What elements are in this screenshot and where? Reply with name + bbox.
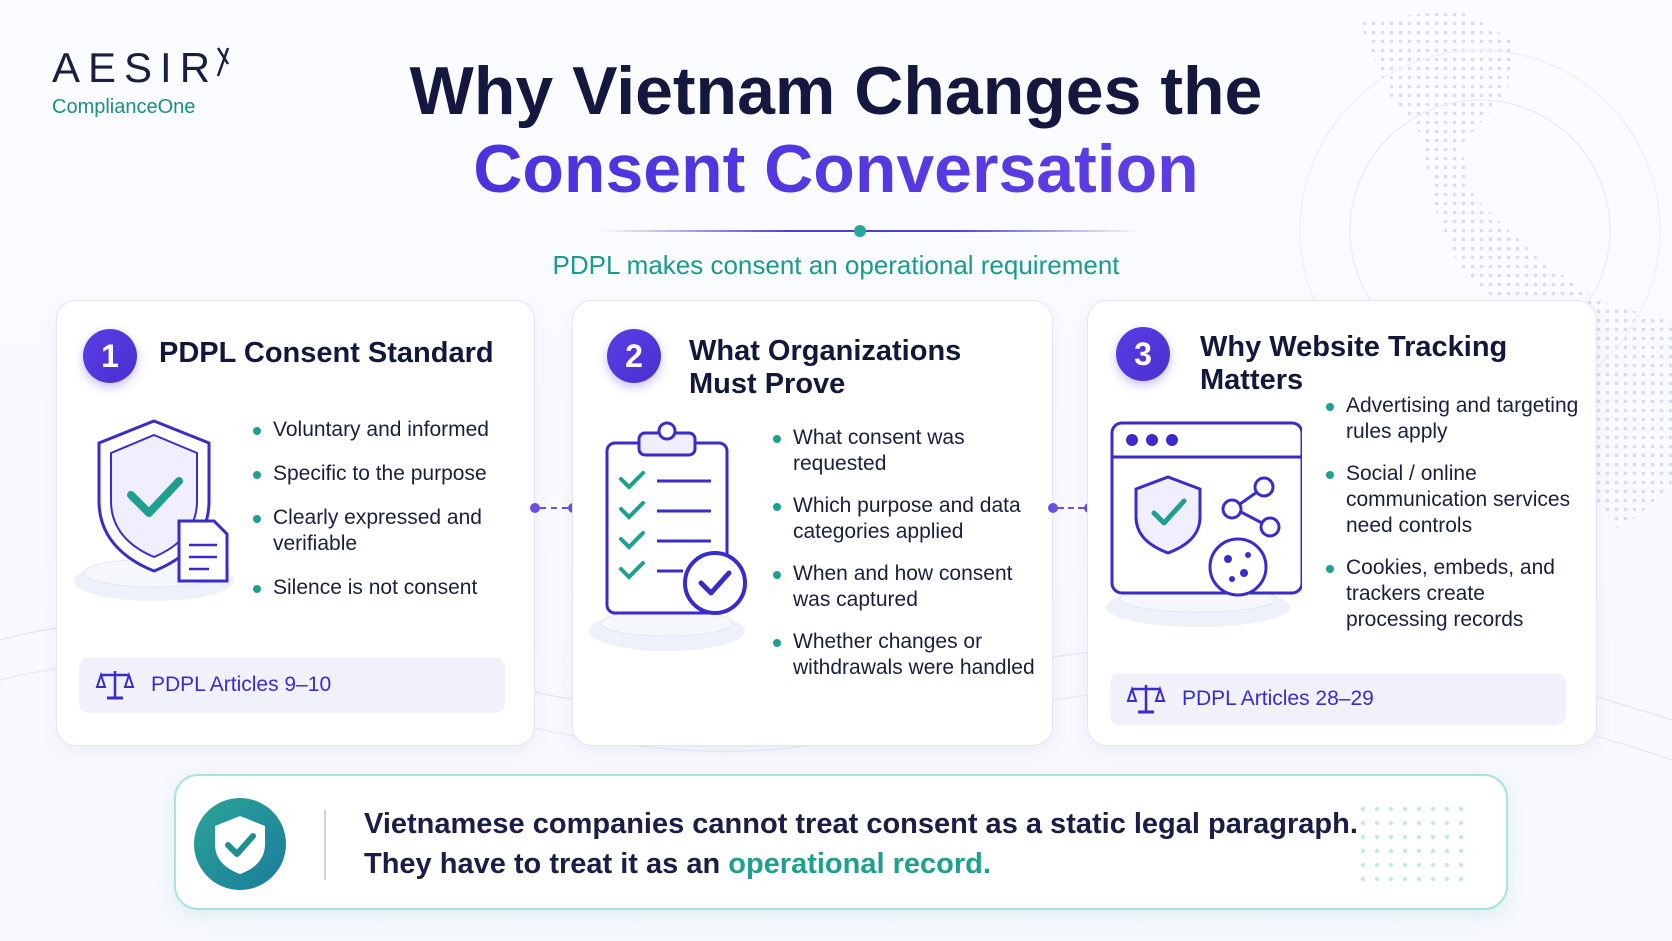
list-item: Cookies, embeds, and trackers create pro… <box>1322 555 1582 633</box>
banner-message: Vietnamese companies cannot treat consen… <box>364 804 1358 884</box>
shield-document-icon <box>74 419 234 601</box>
list-item: Voluntary and informed <box>249 417 519 443</box>
scale-icon <box>95 671 135 700</box>
logo-product: ComplianceOne <box>52 96 196 118</box>
logo-mark-icon <box>216 47 230 77</box>
banner-separator <box>324 810 326 880</box>
title-line-1: Why Vietnam Changes the <box>409 53 1263 129</box>
card-number: 3 <box>1116 327 1170 381</box>
card-website-tracking: 3 Why Website Tracking Matters Advertisi… <box>1087 300 1597 746</box>
banner-highlight: operational record. <box>728 848 991 880</box>
reference-text: PDPL Articles 28–29 <box>1182 687 1374 710</box>
card-title: Why Website Tracking Matters <box>1200 331 1508 396</box>
list-item: Advertising and targeting rules apply <box>1322 393 1582 445</box>
banner-line-1: Vietnamese companies cannot treat consen… <box>364 808 1358 840</box>
card-title: PDPL Consent Standard <box>159 337 494 369</box>
list-item: Social / online communication services n… <box>1322 461 1582 539</box>
list-item: When and how consent was captured <box>769 561 1039 613</box>
list-item: Which purpose and data categories applie… <box>769 493 1039 545</box>
card-bullets: Voluntary and informed Specific to the p… <box>249 417 519 601</box>
banner-line-2: They have to treat it as an operational … <box>364 844 1358 884</box>
card-title: What Organizations Must Prove <box>689 335 962 400</box>
shield-check-badge <box>194 798 286 890</box>
connector-line <box>1058 507 1084 509</box>
card-consent-standard: 1 PDPL Consent Standard Voluntary and in… <box>56 300 535 746</box>
title-divider-dot <box>854 225 866 237</box>
list-item: Clearly expressed and verifiable <box>249 505 519 557</box>
connector-line <box>540 507 568 509</box>
logo-brand: AESIR <box>52 44 219 91</box>
clipboard-checklist-icon <box>589 421 747 651</box>
reference-badge: PDPL Articles 9–10 <box>79 657 505 713</box>
title-line-2: Consent Conversation <box>0 130 1672 208</box>
browser-tracking-icon <box>1106 421 1302 627</box>
list-item: What consent was requested <box>769 425 1039 477</box>
page-subtitle: PDPL makes consent an operational requir… <box>552 250 1120 280</box>
page-title: Why Vietnam Changes the Consent Conversa… <box>0 52 1672 208</box>
list-item: Specific to the purpose <box>249 461 519 487</box>
reference-text: PDPL Articles 9–10 <box>151 673 332 696</box>
title-divider <box>600 230 1140 232</box>
connector-dot <box>1048 503 1058 513</box>
key-message-banner: Vietnamese companies cannot treat consen… <box>174 774 1508 910</box>
card-number: 1 <box>83 329 137 383</box>
card-bullets: What consent was requested Which purpose… <box>769 425 1039 681</box>
list-item: Silence is not consent <box>249 575 519 601</box>
connector-dot <box>530 503 540 513</box>
banner-line-2-prefix: They have to treat it as an <box>364 848 729 880</box>
scale-icon <box>1126 685 1166 714</box>
logo: AESIR ComplianceOne <box>52 44 232 119</box>
banner-dot-pattern <box>1356 802 1466 886</box>
shield-check-icon <box>215 816 265 874</box>
card-bullets: Advertising and targeting rules apply So… <box>1322 393 1582 633</box>
list-item: Whether changes or withdrawals were hand… <box>769 629 1039 681</box>
card-must-prove: 2 What Organizations Must Prove What con… <box>572 300 1053 746</box>
reference-badge: PDPL Articles 28–29 <box>1110 673 1566 725</box>
card-number: 2 <box>607 329 661 383</box>
